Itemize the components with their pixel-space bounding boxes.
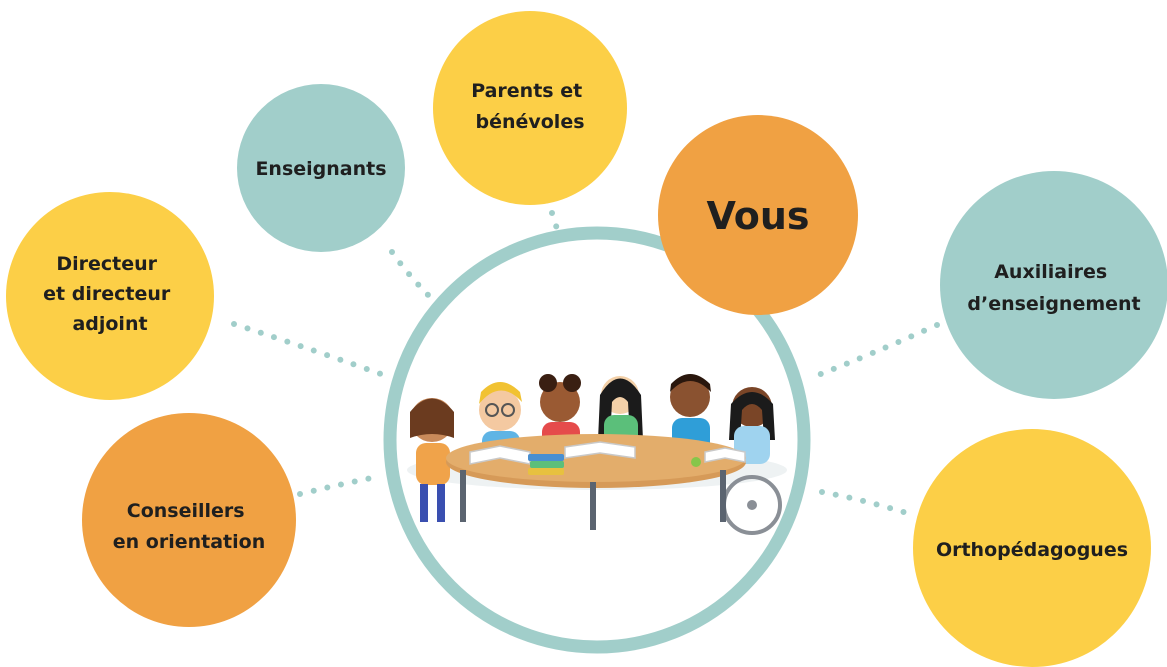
node-directeur: Directeur et directeur adjoint: [6, 192, 214, 400]
node-parents-label: Parents et bénévoles: [471, 80, 589, 133]
node-orthopedagogues-label: Orthopédagogues: [936, 539, 1128, 561]
node-conseillers-circle: [82, 413, 296, 627]
node-vous-label: Vous: [706, 194, 809, 238]
node-enseignants: Enseignants: [237, 84, 405, 252]
connector-directeur: [231, 321, 395, 381]
classroom-illustration: [407, 374, 787, 535]
node-orthopedagogues-circle: [913, 429, 1151, 667]
node-enseignants-label: Enseignants: [255, 158, 386, 180]
node-orthopedagogues: Orthopédagogues: [913, 429, 1151, 667]
child-6: [722, 387, 782, 535]
node-directeur-circle: [6, 192, 214, 400]
node-parents-circle: [433, 11, 627, 205]
child-1: [410, 398, 454, 522]
node-auxiliaires: Auxiliaires d’enseignement: [940, 171, 1167, 399]
node-conseillers: Conseillers en orientation: [82, 413, 296, 627]
connector-conseillers: [297, 473, 385, 497]
connector-auxiliaires: [810, 322, 940, 380]
node-auxiliaires-label: Auxiliaires d’enseignement: [967, 261, 1140, 315]
hub: [383, 226, 811, 654]
node-conseillers-label: Conseillers en orientation: [113, 500, 265, 553]
connector-parents: [549, 210, 561, 235]
node-vous-circle: [658, 115, 858, 315]
connector-enseignants: [389, 249, 436, 303]
node-enseignants-circle: [237, 84, 405, 252]
connectors: [231, 210, 940, 517]
node-auxiliaires-circle: [940, 171, 1167, 399]
child-4: [598, 376, 643, 451]
node-vous: Vous: [658, 115, 858, 315]
connector-orthopedagogues: [819, 489, 913, 517]
round-table: [446, 434, 746, 530]
node-parents: Parents et bénévoles: [433, 11, 627, 205]
node-directeur-label: Directeur et directeur adjoint: [43, 253, 177, 335]
books: [469, 441, 746, 475]
